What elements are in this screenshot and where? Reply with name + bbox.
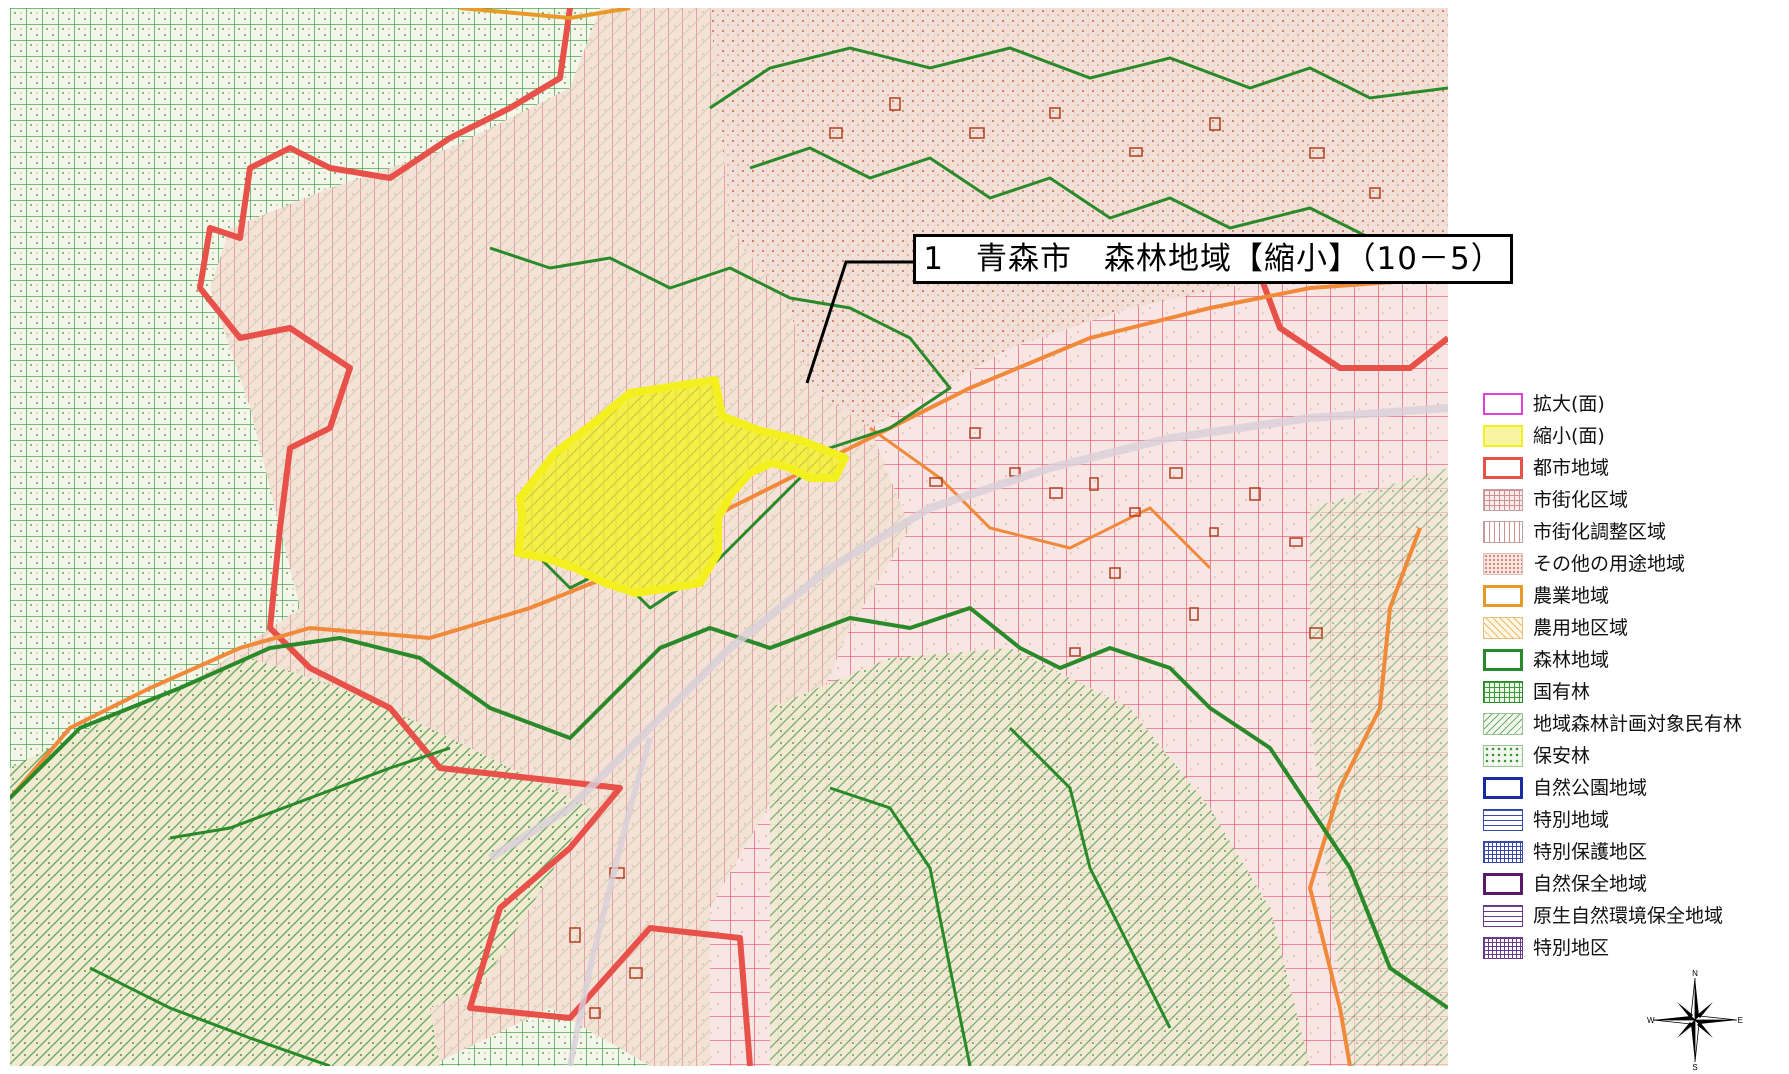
- legend-item-urbanization-area: 市街化区域: [1483, 484, 1783, 516]
- compass-south-label: S: [1692, 1063, 1697, 1070]
- pink-vertical-lines-swatch-icon: [1483, 521, 1523, 543]
- legend-item-national-forest: 国有林: [1483, 676, 1783, 708]
- legend-item-wilderness-conservation-region: 原生自然環境保全地域: [1483, 900, 1783, 932]
- green-diagonal-swatch-icon: [1483, 713, 1523, 735]
- purple-outline-swatch-icon: [1483, 873, 1523, 895]
- legend-item-natural-park-region: 自然公園地域: [1483, 772, 1783, 804]
- blue-outline-swatch-icon: [1483, 777, 1523, 799]
- compass-rose-icon: N S E W: [1645, 969, 1745, 1072]
- green-grid-swatch-icon: [1483, 681, 1523, 703]
- green-outline-swatch-icon: [1483, 649, 1523, 671]
- legend-item-urban-region: 都市地域: [1483, 452, 1783, 484]
- legend-item-reduce: 縮小(面): [1483, 420, 1783, 452]
- compass-west-label: W: [1647, 1016, 1655, 1025]
- magenta-outline-swatch-icon: [1483, 393, 1523, 415]
- land-use-map[interactable]: [10, 8, 1448, 1066]
- legend-item-special-region: 特別地域: [1483, 804, 1783, 836]
- orange-outline-swatch-icon: [1483, 585, 1523, 607]
- legend-item-special-protection-zone: 特別保護地区: [1483, 836, 1783, 868]
- compass-north-label: N: [1692, 970, 1698, 978]
- yellow-fill-swatch-icon: [1483, 425, 1523, 447]
- pink-dots-swatch-icon: [1483, 553, 1523, 575]
- legend-item-forest-region: 森林地域: [1483, 644, 1783, 676]
- legend-item-expand: 拡大(面): [1483, 388, 1783, 420]
- red-outline-swatch-icon: [1483, 457, 1523, 479]
- map-legend: 拡大(面) 縮小(面) 都市地域 市街化区域 市街化調整区域 その他の用途地域 …: [1483, 388, 1783, 964]
- legend-item-other-use-zones: その他の用途地域: [1483, 548, 1783, 580]
- legend-item-special-zone: 特別地区: [1483, 932, 1783, 964]
- legend-item-farmland-area: 農用地区域: [1483, 612, 1783, 644]
- pink-grid-swatch-icon: [1483, 489, 1523, 511]
- blue-grid-swatch-icon: [1483, 841, 1523, 863]
- legend-item-protection-forest: 保安林: [1483, 740, 1783, 772]
- legend-item-regional-forest-plan: 地域森林計画対象民有林: [1483, 708, 1783, 740]
- legend-item-urbanization-control-area: 市街化調整区域: [1483, 516, 1783, 548]
- purple-grid-swatch-icon: [1483, 937, 1523, 959]
- map-callout-label: 1 青森市 森林地域【縮小】（10－5）: [913, 234, 1513, 284]
- compass-east-label: E: [1738, 1016, 1743, 1025]
- legend-item-nature-conservation-region: 自然保全地域: [1483, 868, 1783, 900]
- blue-horizontal-lines-swatch-icon: [1483, 809, 1523, 831]
- orange-diagonal-swatch-icon: [1483, 617, 1523, 639]
- legend-item-agricultural-region: 農業地域: [1483, 580, 1783, 612]
- green-dots-swatch-icon: [1483, 745, 1523, 767]
- purple-horizontal-lines-swatch-icon: [1483, 905, 1523, 927]
